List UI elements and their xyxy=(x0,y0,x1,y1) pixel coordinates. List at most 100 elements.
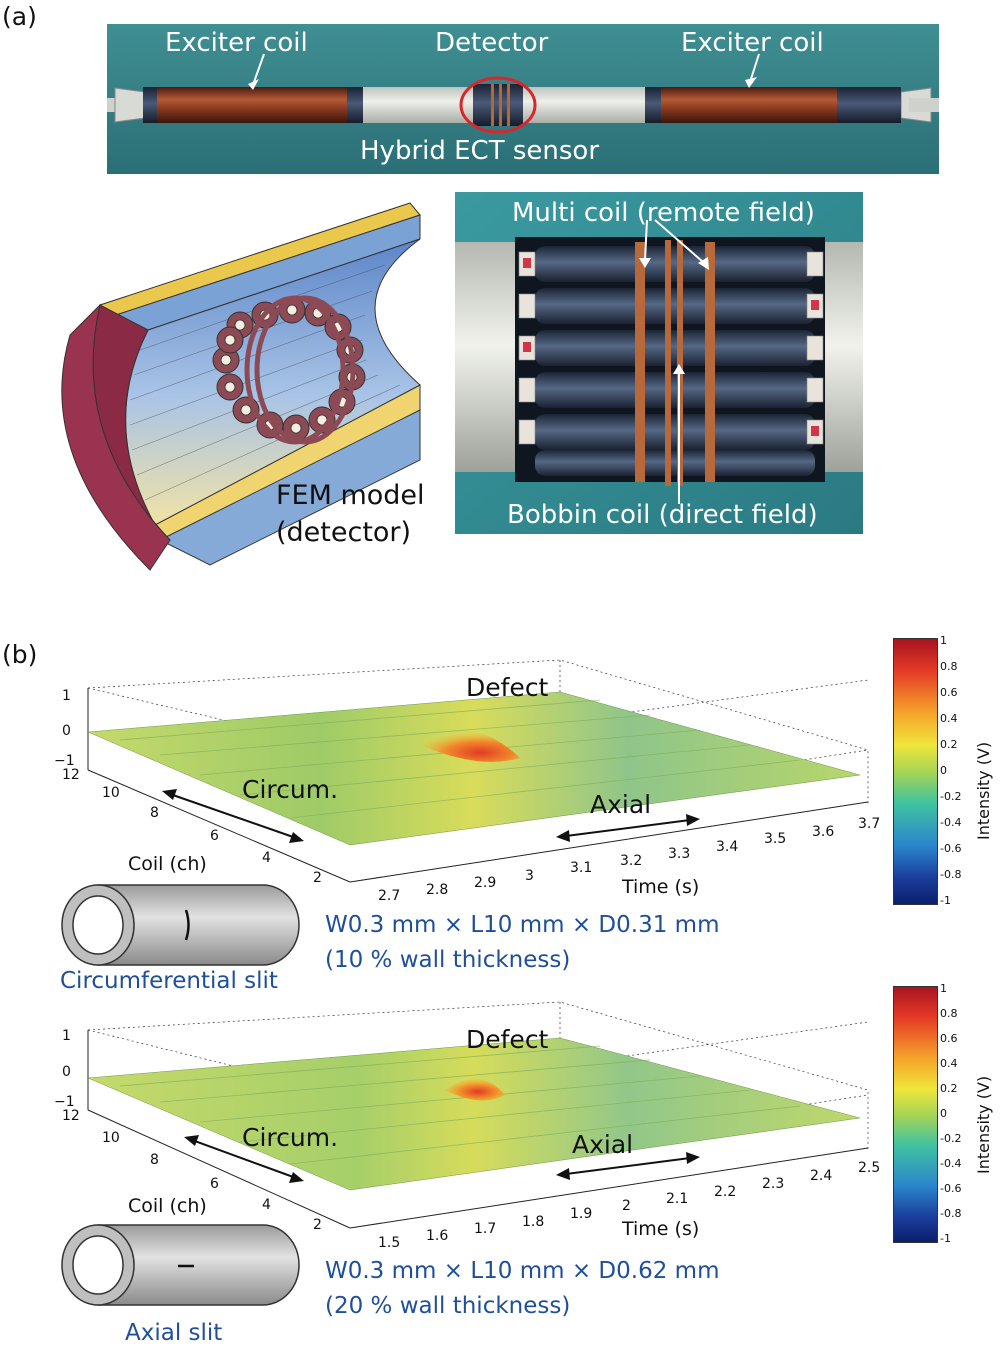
coil-tick-2-0: 12 xyxy=(62,1108,80,1124)
coil-axis-title-2: Coil (ch) xyxy=(128,1195,207,1217)
surface-plot-2-graphic xyxy=(87,1001,869,1229)
cb2-tick-3: 0.4 xyxy=(940,1057,958,1070)
time-tick-1-4: 3.1 xyxy=(570,860,593,876)
circum-label-2: Circum. xyxy=(242,1123,339,1152)
time-tick-1-8: 3.5 xyxy=(764,831,787,847)
defect-desc-1: W0.3 mm × L10 mm × D0.31 mm xyxy=(325,912,720,938)
cb2-tick-9: -0.8 xyxy=(940,1207,962,1220)
time-tick-2-10: 2.5 xyxy=(858,1160,881,1176)
colorbar-1-title: Intensity (V) xyxy=(974,741,993,840)
panel-b-label: (b) xyxy=(2,640,38,669)
z-tick-1-0: 1 xyxy=(62,688,71,704)
defect-pct-2: (20 % wall thickness) xyxy=(325,1293,571,1319)
coil-tick-2-4: 4 xyxy=(262,1197,271,1213)
coil-tick-2-1: 10 xyxy=(102,1130,120,1146)
coil-axis-title-1: Coil (ch) xyxy=(128,853,207,875)
pipe-icon xyxy=(61,1224,300,1306)
slit-type-1: Circumferential slit xyxy=(60,968,278,994)
time-tick-2-0: 1.5 xyxy=(378,1235,401,1251)
colorbar-2-gradient xyxy=(893,986,938,1243)
time-axis-title-2: Time (s) xyxy=(622,1218,700,1240)
time-tick-1-1: 2.8 xyxy=(426,882,449,898)
colorbar-2-title: Intensity (V) xyxy=(974,1075,993,1174)
colorbar-1: 1 0.8 0.6 0.4 0.2 0 -0.2 -0.4 -0.6 -0.8 … xyxy=(890,630,1000,910)
cb1-tick-2: 0.6 xyxy=(940,686,958,699)
sensor-photo: Exciter coil Detector Exciter coil Hybri… xyxy=(107,24,939,174)
time-tick-1-2: 2.9 xyxy=(474,875,497,891)
time-tick-1-7: 3.4 xyxy=(716,839,739,855)
multi-coil-label: Multi coil (remote field) xyxy=(512,198,815,228)
bobbin-coil-label: Bobbin coil (direct field) xyxy=(507,500,818,530)
coil-tick-2-2: 8 xyxy=(150,1152,159,1168)
cb1-tick-6: -0.2 xyxy=(940,790,962,803)
time-tick-1-5: 3.2 xyxy=(620,853,643,869)
time-tick-2-4: 1.9 xyxy=(570,1206,593,1222)
coil-tick-1-4: 4 xyxy=(262,850,271,866)
fem-model-drawing: FEM model (detector) xyxy=(60,195,440,580)
exciter-coil-right-label: Exciter coil xyxy=(681,28,824,58)
hybrid-sensor-caption: Hybrid ECT sensor xyxy=(360,136,600,166)
z-tick-1-1: 0 xyxy=(62,723,71,739)
coil-tick-1-0: 12 xyxy=(62,767,80,783)
cb2-tick-10: -1 xyxy=(940,1232,951,1245)
coil-tick-1-5: 2 xyxy=(313,870,322,886)
circum-label-1: Circum. xyxy=(242,775,339,804)
time-tick-2-7: 2.2 xyxy=(714,1184,737,1200)
detector-closeup-graphic xyxy=(455,192,863,534)
time-tick-2-6: 2.1 xyxy=(666,1191,689,1207)
time-tick-2-5: 2 xyxy=(622,1198,631,1214)
surface-plot-1-graphic xyxy=(87,659,869,883)
cb2-tick-6: -0.2 xyxy=(940,1132,962,1145)
detector-label: Detector xyxy=(435,28,549,58)
time-tick-2-9: 2.4 xyxy=(810,1168,833,1184)
defect-pct-1: (10 % wall thickness) xyxy=(325,947,571,973)
coil-tick-1-1: 10 xyxy=(102,785,120,801)
cb2-tick-4: 0.2 xyxy=(940,1082,958,1095)
cb1-tick-5: 0 xyxy=(940,764,947,777)
cb1-tick-9: -0.8 xyxy=(940,868,962,881)
cb1-tick-1: 0.8 xyxy=(940,660,958,673)
cb1-tick-10: -1 xyxy=(940,894,951,907)
time-tick-2-3: 1.8 xyxy=(522,1214,545,1230)
cb1-tick-4: 0.2 xyxy=(940,738,958,751)
coil-tick-2-3: 6 xyxy=(210,1176,219,1192)
surface-plot-1: Defect Circum. Axial 1 0 −1 12 10 8 6 4 … xyxy=(0,640,1000,1000)
cb1-tick-0: 1 xyxy=(940,634,947,647)
sensor-photo-graphic xyxy=(107,24,939,174)
time-tick-2-1: 1.6 xyxy=(426,1228,449,1244)
defect-desc-2: W0.3 mm × L10 mm × D0.62 mm xyxy=(325,1258,720,1284)
cb2-tick-0: 1 xyxy=(940,982,947,995)
time-axis-title-1: Time (s) xyxy=(622,876,700,898)
time-tick-2-2: 1.7 xyxy=(474,1221,497,1237)
cb2-tick-1: 0.8 xyxy=(940,1007,958,1020)
cb1-tick-7: -0.4 xyxy=(940,816,962,829)
axial-label-1: Axial xyxy=(590,790,652,819)
time-tick-1-0: 2.7 xyxy=(378,888,401,904)
slit-type-2: Axial slit xyxy=(125,1320,223,1346)
coil-tick-1-3: 6 xyxy=(210,828,219,844)
z-tick-2-2: −1 xyxy=(54,1094,75,1110)
time-tick-2-8: 2.3 xyxy=(762,1176,785,1192)
z-tick-2-0: 1 xyxy=(62,1028,71,1044)
cb2-tick-2: 0.6 xyxy=(940,1032,958,1045)
colorbar-2: 1 0.8 0.6 0.4 0.2 0 -0.2 -0.4 -0.6 -0.8 … xyxy=(890,978,1000,1258)
cb2-tick-7: -0.4 xyxy=(940,1157,962,1170)
colorbar-1-gradient xyxy=(893,638,938,905)
cb1-tick-3: 0.4 xyxy=(940,712,958,725)
defect-label-1: Defect xyxy=(466,673,549,702)
fem-model-line2: (detector) xyxy=(276,517,412,548)
time-tick-1-10: 3.7 xyxy=(858,816,881,832)
detector-closeup-photo: Multi coil (remote field) Bobbin coil (d… xyxy=(455,192,863,534)
fem-model-graphic xyxy=(61,202,421,571)
exciter-coil-left-label: Exciter coil xyxy=(165,28,308,58)
coil-tick-2-5: 2 xyxy=(313,1217,322,1233)
defect-label-2: Defect xyxy=(466,1025,549,1054)
cb2-tick-8: -0.6 xyxy=(940,1182,962,1195)
axial-label-2: Axial xyxy=(572,1130,634,1159)
panel-a-label: (a) xyxy=(2,2,37,31)
z-tick-2-1: 0 xyxy=(62,1064,71,1080)
time-tick-1-6: 3.3 xyxy=(668,846,691,862)
pipe-icon xyxy=(61,884,300,966)
cb2-tick-5: 0 xyxy=(940,1107,947,1120)
surface-plot-2: Defect Circum. Axial 1 0 −1 12 10 8 6 4 … xyxy=(0,990,1000,1350)
